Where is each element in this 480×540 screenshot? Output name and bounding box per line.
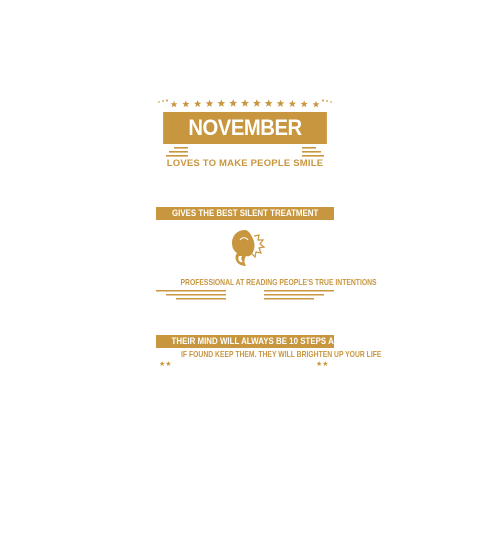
- star-icon: [182, 100, 190, 108]
- star-icon: [300, 100, 308, 108]
- found-line: IF FOUND KEEP THEM. THEY WILL BRIGHTEN U…: [181, 349, 382, 359]
- star-icon: [170, 100, 178, 108]
- star-icon: [288, 100, 297, 108]
- band-ten-steps-text: THEIR MIND WILL ALWAYS BE 10 STEPS AHEAD…: [171, 336, 400, 346]
- star-icon: [252, 99, 261, 107]
- decorative-rules: [156, 290, 334, 300]
- star-icon: [241, 99, 249, 107]
- professional-line: PROFESSIONAL AT READING PEOPLE'S TRUE IN…: [180, 277, 377, 287]
- shirt-design: NOVEMBER BORN LOVES TO MAKE PEOPLE SMILE…: [156, 96, 400, 376]
- band-ten-steps: THEIR MIND WILL ALWAYS BE 10 STEPS AHEAD…: [156, 335, 400, 348]
- star-icon: [264, 99, 273, 107]
- band-silent-treatment-text: GIVES THE BEST SILENT TREATMENT: [171, 208, 319, 218]
- star-pair-right-icon: ★★: [316, 361, 329, 368]
- tagline: LOVES TO MAKE PEOPLE SMILE: [166, 158, 324, 169]
- star-icon: [205, 99, 214, 107]
- headline: NOVEMBER BORN: [163, 112, 327, 172]
- star-pair-left-icon: ★★: [159, 361, 172, 368]
- star-icon: [217, 99, 226, 107]
- star-icon: [229, 99, 238, 107]
- zodiac-woman-profile-icon: [232, 230, 266, 266]
- band-silent-treatment: GIVES THE BEST SILENT TREATMENT: [156, 207, 334, 220]
- decorative-lines-right: [302, 147, 324, 157]
- star-row-icon: [158, 99, 332, 108]
- star-icon: [193, 100, 202, 108]
- star-icon: [276, 99, 285, 107]
- star-icon: [312, 100, 320, 108]
- decorative-lines-left: [166, 147, 188, 157]
